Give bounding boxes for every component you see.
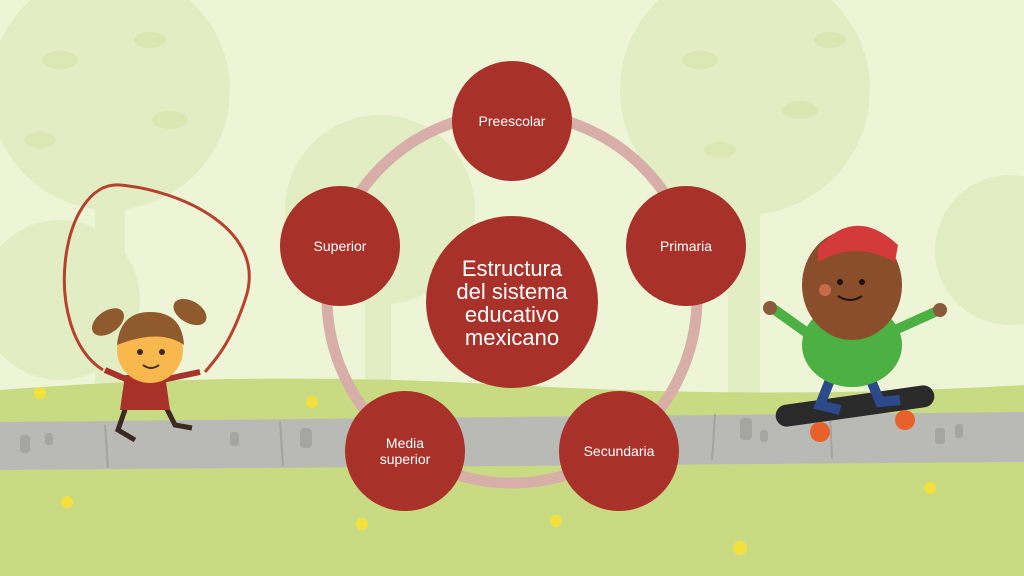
node-secundaria bbox=[559, 391, 679, 511]
flowers bbox=[34, 387, 936, 555]
node-label-preescolar: Preescolar bbox=[478, 112, 546, 129]
boy-on-skateboard-illustration bbox=[763, 225, 947, 442]
node-label-media-superior: Media superior bbox=[379, 434, 431, 467]
center-label: Estructura del sistema educativo mexican… bbox=[456, 255, 568, 351]
girl-jumping-rope-illustration bbox=[62, 183, 251, 443]
node-primaria bbox=[626, 186, 746, 306]
node-label-primaria: Primaria bbox=[659, 237, 713, 254]
node-superior bbox=[280, 186, 400, 306]
node-preescolar bbox=[452, 61, 572, 181]
cycle-diagram bbox=[280, 61, 746, 511]
road bbox=[0, 412, 1024, 470]
node-media-superior bbox=[345, 391, 465, 511]
center-circle bbox=[426, 216, 598, 388]
node-label-secundaria: Secundaria bbox=[583, 442, 655, 459]
node-label-superior: Superior bbox=[313, 237, 367, 254]
